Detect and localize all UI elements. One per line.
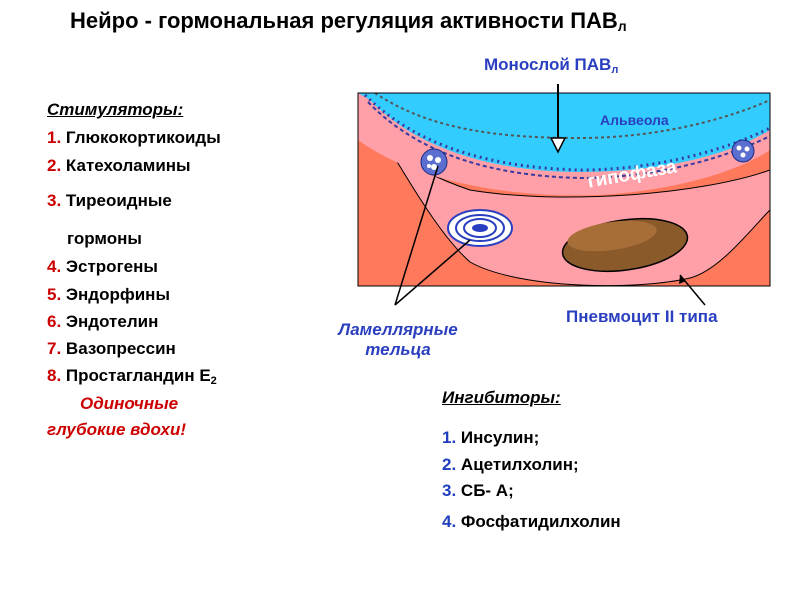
pneumocyte-pointer-head [679, 275, 686, 284]
item-text: Эндотелин [65, 312, 159, 331]
alveola-surface [374, 93, 770, 140]
monolayer-label: Монослой ПАВл [484, 55, 618, 76]
item-number: 3. [47, 191, 62, 210]
item-text: СБ- А; [460, 481, 514, 500]
deep-breath-note-line1: Одиночные [80, 394, 179, 413]
diagram-layers [358, 93, 770, 286]
item-text: Глюкокортикоиды [65, 128, 221, 147]
item-text: гормоны [67, 229, 142, 248]
item-text: Катехоламины [65, 156, 191, 175]
stimulators-item-2: 2. Катехоламины [47, 156, 191, 176]
pneumocyte-label: Пневмоцит II типа [566, 307, 718, 326]
lamellar-label: Ламеллярные тельца [318, 320, 478, 360]
monolayer-arrow-head [549, 137, 567, 154]
lamellar-label-line2: тельца [365, 340, 431, 359]
item-text: Фосфатидилхолин [460, 512, 621, 531]
monolayer-line [363, 93, 770, 172]
page-title: Нейро - гормональная регуляция активност… [70, 8, 627, 34]
nucleus-highlight [567, 220, 657, 252]
item-number: 8. [47, 366, 62, 385]
lamellar-label-line1: Ламеллярные [338, 320, 458, 339]
inhibitors-item-4: 4. Фосфатидилхолин [442, 512, 621, 532]
stimulators-item-7: 7. Вазопрессин [47, 339, 176, 359]
item-number: 1. [442, 428, 457, 447]
item-number: 4. [442, 512, 457, 531]
item-number: 4. [47, 257, 62, 276]
item-number: 6. [47, 312, 62, 331]
stimulators-item-3: 3. Тиреоидные [47, 191, 172, 211]
item-text: Эндорфины [65, 285, 170, 304]
deep-breath-note-line2: глубокие вдохи! [47, 420, 186, 439]
item-number: 7. [47, 339, 62, 358]
stimulators-item-8: 8. Простагландин Е2 [47, 366, 217, 387]
title-text: Нейро - гормональная регуляция активност… [70, 8, 618, 33]
inhibitors-item-1: 1. Инсулин; [442, 428, 539, 448]
secreted-vesicle-left [420, 148, 448, 176]
secreted-vesicle-right [731, 139, 755, 163]
monolayer-label-text: Монослой ПАВ [484, 55, 612, 74]
monolayer-label-subscript: л [611, 64, 619, 76]
item-text: Тиреоидные [65, 191, 172, 210]
stimulators-item-1: 1. Глюкокортикоиды [47, 128, 221, 148]
item-number: 3. [442, 481, 457, 500]
title-subscript: л [617, 18, 627, 34]
item-text: Вазопрессин [65, 339, 176, 358]
inhibitors-item-2: 2. Ацетилхолин; [442, 455, 579, 475]
stimulators-item-5: 5. Эндорфины [47, 285, 170, 305]
item-subscript: 2 [210, 375, 217, 387]
diagram-frame [357, 92, 771, 287]
lamellar-pointer-1 [394, 165, 439, 306]
stimulators-item-6: 6. Эндотелин [47, 312, 158, 332]
inhibitors-heading: Ингибиторы: [442, 388, 561, 407]
item-number: 2. [47, 156, 62, 175]
item-text: Ацетилхолин; [460, 455, 579, 474]
stimulators-item-3-cont: гормоны [67, 229, 142, 249]
item-text: Простагландин Е [65, 366, 211, 385]
alveola-layer [358, 93, 770, 172]
item-number: 2. [442, 455, 457, 474]
alveola-label: Альвеола [600, 112, 669, 128]
lamellar-body [447, 209, 513, 247]
item-number: 5. [47, 285, 62, 304]
item-text: Эстрогены [65, 257, 158, 276]
inhibitors-item-3: 3. СБ- А; [442, 481, 514, 501]
stimulators-item-4: 4. Эстрогены [47, 257, 158, 277]
lamellar-pointer-2 [394, 239, 471, 306]
item-number: 1. [47, 128, 62, 147]
item-text: Инсулин; [460, 428, 540, 447]
stimulators-heading: Стимуляторы: [47, 100, 184, 119]
